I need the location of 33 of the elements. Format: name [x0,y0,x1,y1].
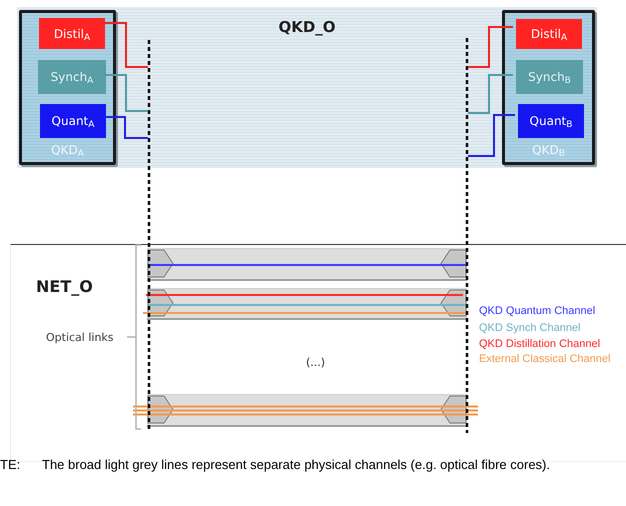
ellipsis-note: (...) [306,355,326,371]
module-box [516,60,583,94]
bracket-label: Optical links [46,330,114,346]
note-marker: TE: [0,457,20,473]
note-text: The broad light grey lines represent separate physical channels (e.g. optical fibre cores). [42,457,550,473]
legend-entry: QKD Synch Channel [479,321,580,335]
module-label: Synch$_{A}$ [50,69,94,86]
module-box [38,60,106,94]
connector-line [468,74,513,114]
module-label: Distil$_{A}$ [530,26,568,43]
module-label: Quant$_{A}$ [52,113,94,130]
connector-line [468,114,515,157]
module-box [518,104,584,138]
device-box [502,10,595,165]
legend-entry: QKD Distillation Channel [479,337,600,351]
band-title: QKD_O [278,17,336,38]
legend-entry: External Classical Channel [479,352,610,366]
device-label: QKD$_{B}$ [532,142,565,159]
connector-line [103,116,148,139]
connector-line [468,26,513,68]
module-box [39,18,105,49]
module-label: Synch$_{B}$ [528,69,571,86]
connector-line [103,74,148,112]
module-box [40,104,106,138]
domain-band [17,7,597,168]
module-box [516,19,582,49]
device-label: QKD$_{A}$ [51,142,84,159]
module-label: Distil$_{A}$ [54,26,90,42]
module-label: Quant$_{B}$ [530,113,572,130]
connector-line [102,22,148,68]
legend-entry: QKD Quantum Channel [479,304,596,318]
device-box [19,10,116,165]
network-title: NET_O [36,276,93,298]
